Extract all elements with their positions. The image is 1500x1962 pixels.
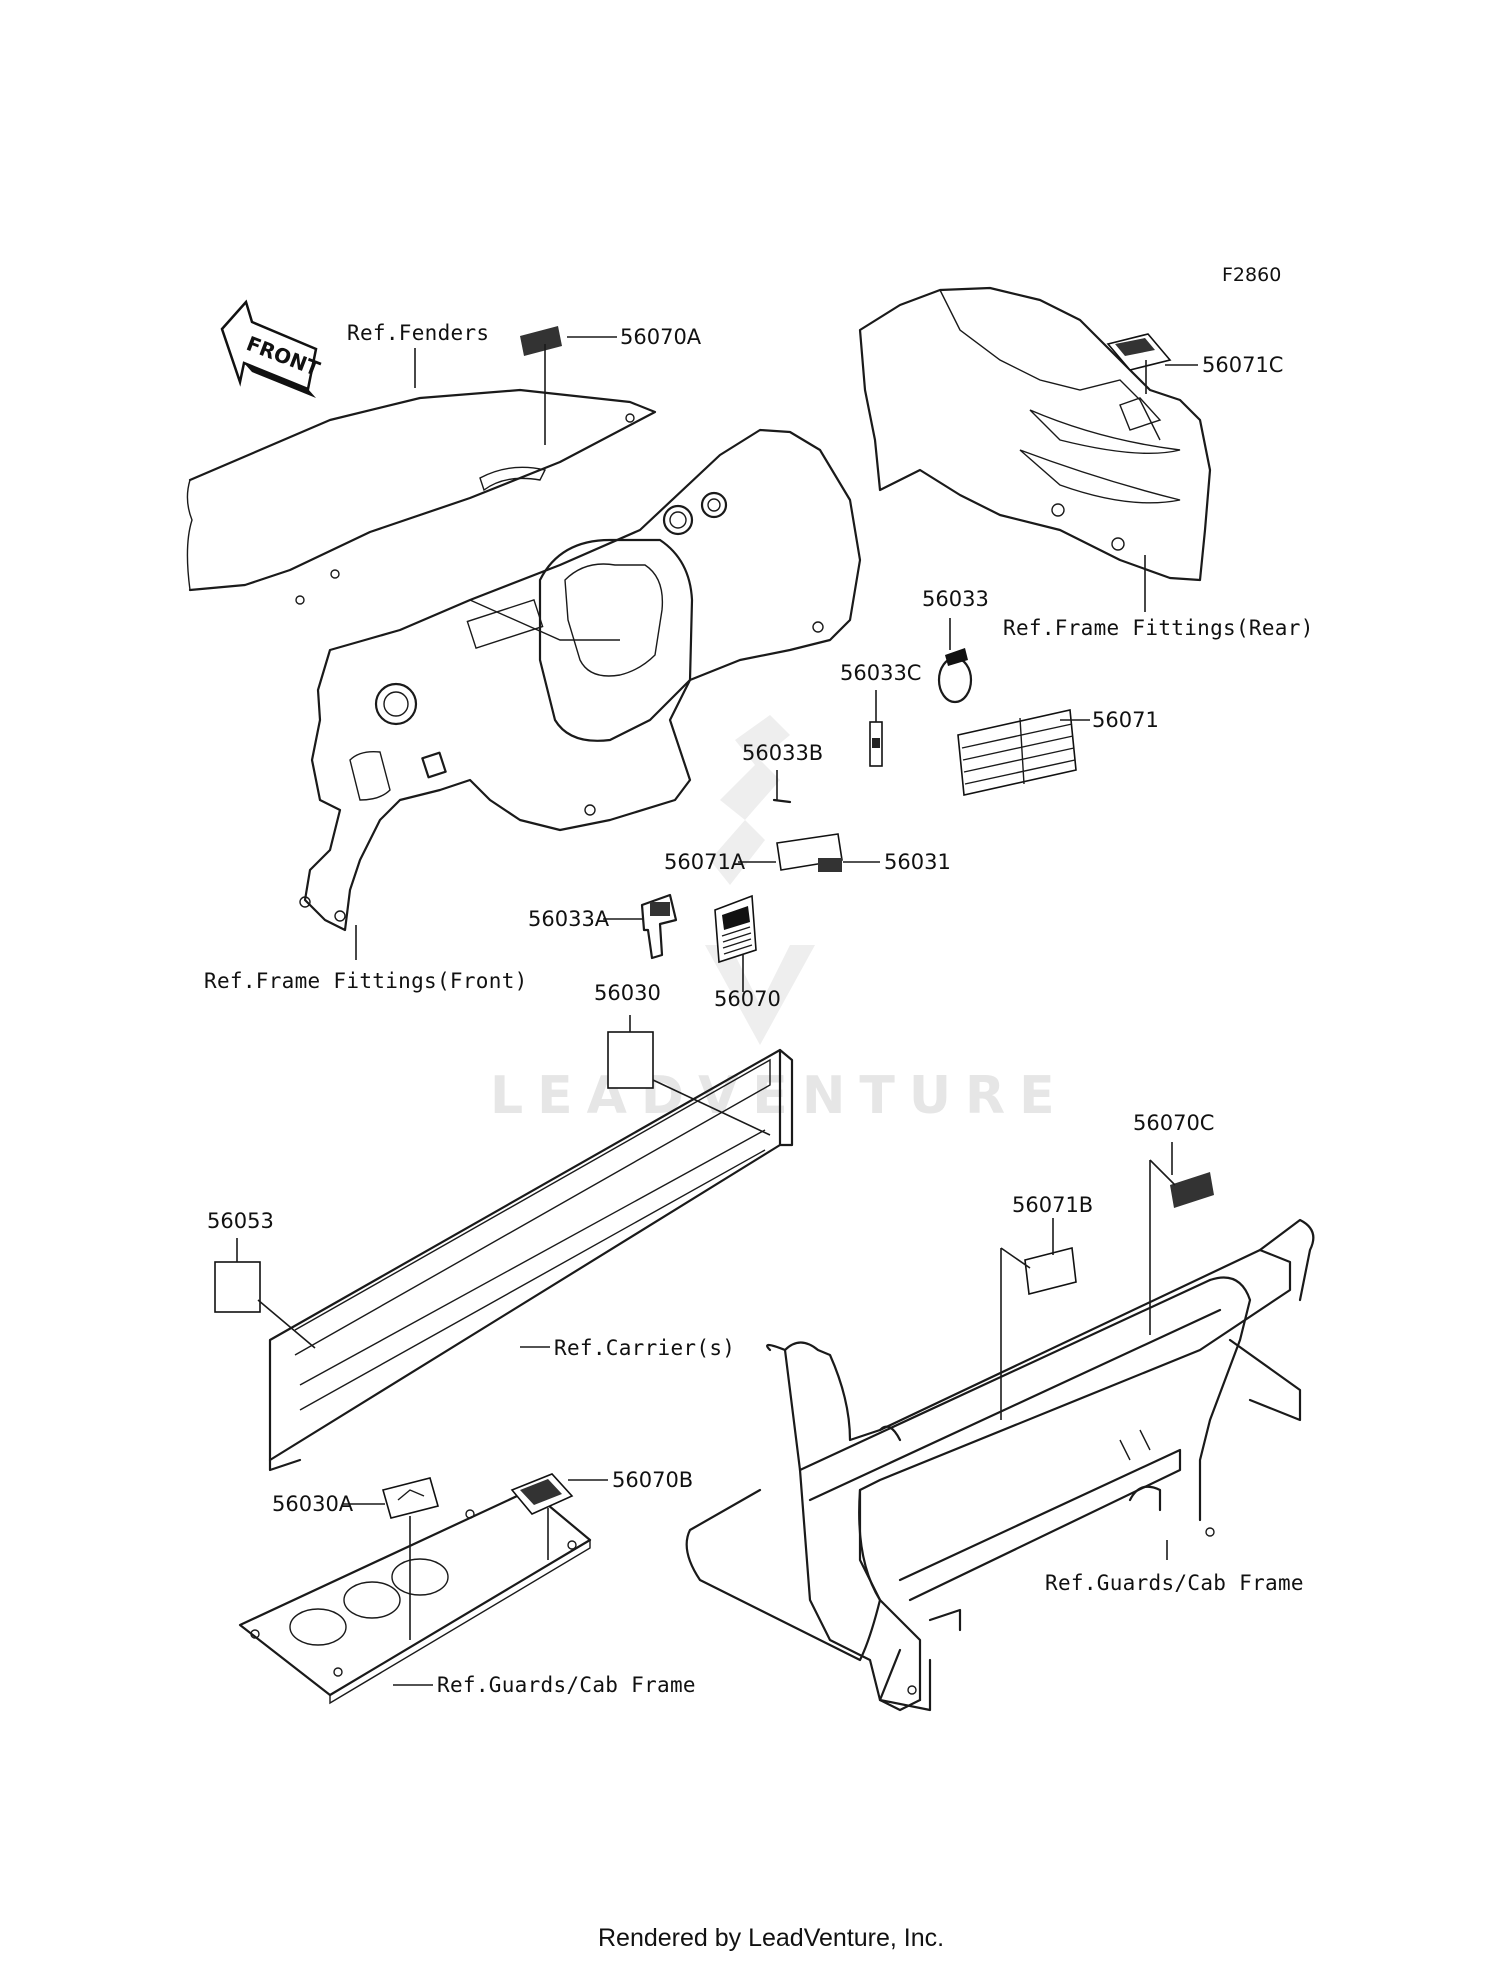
decal-56033B bbox=[772, 798, 792, 804]
label-56070B[interactable]: 56070B bbox=[612, 1468, 693, 1492]
decal-56071C bbox=[1106, 333, 1172, 371]
part-labels: 56070A 56071C 56033 56033C 56071 56033B … bbox=[207, 325, 1283, 1516]
decal-56070 bbox=[714, 894, 757, 964]
figure-code: F2860 bbox=[1222, 264, 1281, 286]
ref-guards-cab-frame-right[interactable]: Ref.Guards/Cab Frame bbox=[1045, 1571, 1304, 1595]
front-arrow-icon: FRONT bbox=[220, 299, 324, 398]
cab-frame bbox=[685, 1218, 1315, 1712]
ref-frame-fittings-front[interactable]: Ref.Frame Fittings(Front) bbox=[204, 969, 528, 993]
decal-56031 bbox=[818, 858, 842, 872]
label-56070C[interactable]: 56070C bbox=[1133, 1111, 1214, 1135]
watermark-text: LEADVENTURE bbox=[490, 1066, 1069, 1126]
carrier-panel bbox=[268, 1048, 794, 1472]
label-56070A[interactable]: 56070A bbox=[620, 325, 702, 349]
label-56030[interactable]: 56030 bbox=[594, 981, 661, 1005]
label-56033B[interactable]: 56033B bbox=[742, 741, 823, 765]
decal-56070B bbox=[510, 1473, 574, 1515]
label-56071B[interactable]: 56071B bbox=[1012, 1193, 1093, 1217]
label-56030A[interactable]: 56030A bbox=[272, 1492, 354, 1516]
ref-carriers[interactable]: Ref.Carrier(s) bbox=[554, 1336, 735, 1360]
footer-credit: Rendered by LeadVenture, Inc. bbox=[598, 1924, 944, 1952]
decal-56033-ring bbox=[937, 648, 973, 704]
decal-56053 bbox=[214, 1261, 261, 1313]
decal-56071 bbox=[957, 709, 1077, 796]
fender-panel bbox=[186, 388, 657, 605]
label-56071A[interactable]: 56071A bbox=[664, 850, 746, 874]
ref-guards-cab-frame-left[interactable]: Ref.Guards/Cab Frame bbox=[437, 1673, 696, 1697]
dashboard-panel bbox=[299, 428, 862, 932]
label-56071C[interactable]: 56071C bbox=[1202, 353, 1283, 377]
decal-56033A bbox=[640, 893, 678, 960]
ref-frame-fittings-rear[interactable]: Ref.Frame Fittings(Rear) bbox=[1003, 616, 1314, 640]
decal-56033C bbox=[869, 721, 883, 767]
decal-56071B bbox=[1024, 1246, 1077, 1296]
reference-labels: Ref.Fenders Ref.Frame Fittings(Front) Re… bbox=[204, 321, 1314, 1697]
decal-56030A bbox=[382, 1477, 439, 1519]
rear-fitting-panel bbox=[858, 286, 1212, 582]
floor-plate bbox=[238, 1488, 592, 1705]
label-56071[interactable]: 56071 bbox=[1092, 708, 1159, 732]
leader-lines bbox=[236, 336, 1198, 1686]
label-56053[interactable]: 56053 bbox=[207, 1209, 274, 1233]
decal-56070C bbox=[1170, 1172, 1214, 1208]
ref-fenders[interactable]: Ref.Fenders bbox=[347, 321, 489, 345]
leadventure-watermark: LEADVENTURE bbox=[490, 715, 1069, 1126]
label-56033A[interactable]: 56033A bbox=[528, 907, 610, 931]
label-56033[interactable]: 56033 bbox=[922, 587, 989, 611]
label-56070[interactable]: 56070 bbox=[714, 987, 781, 1011]
label-56031[interactable]: 56031 bbox=[884, 850, 951, 874]
label-56033C[interactable]: 56033C bbox=[840, 661, 921, 685]
decal-56030 bbox=[607, 1031, 654, 1089]
decal-56070A bbox=[520, 326, 562, 356]
